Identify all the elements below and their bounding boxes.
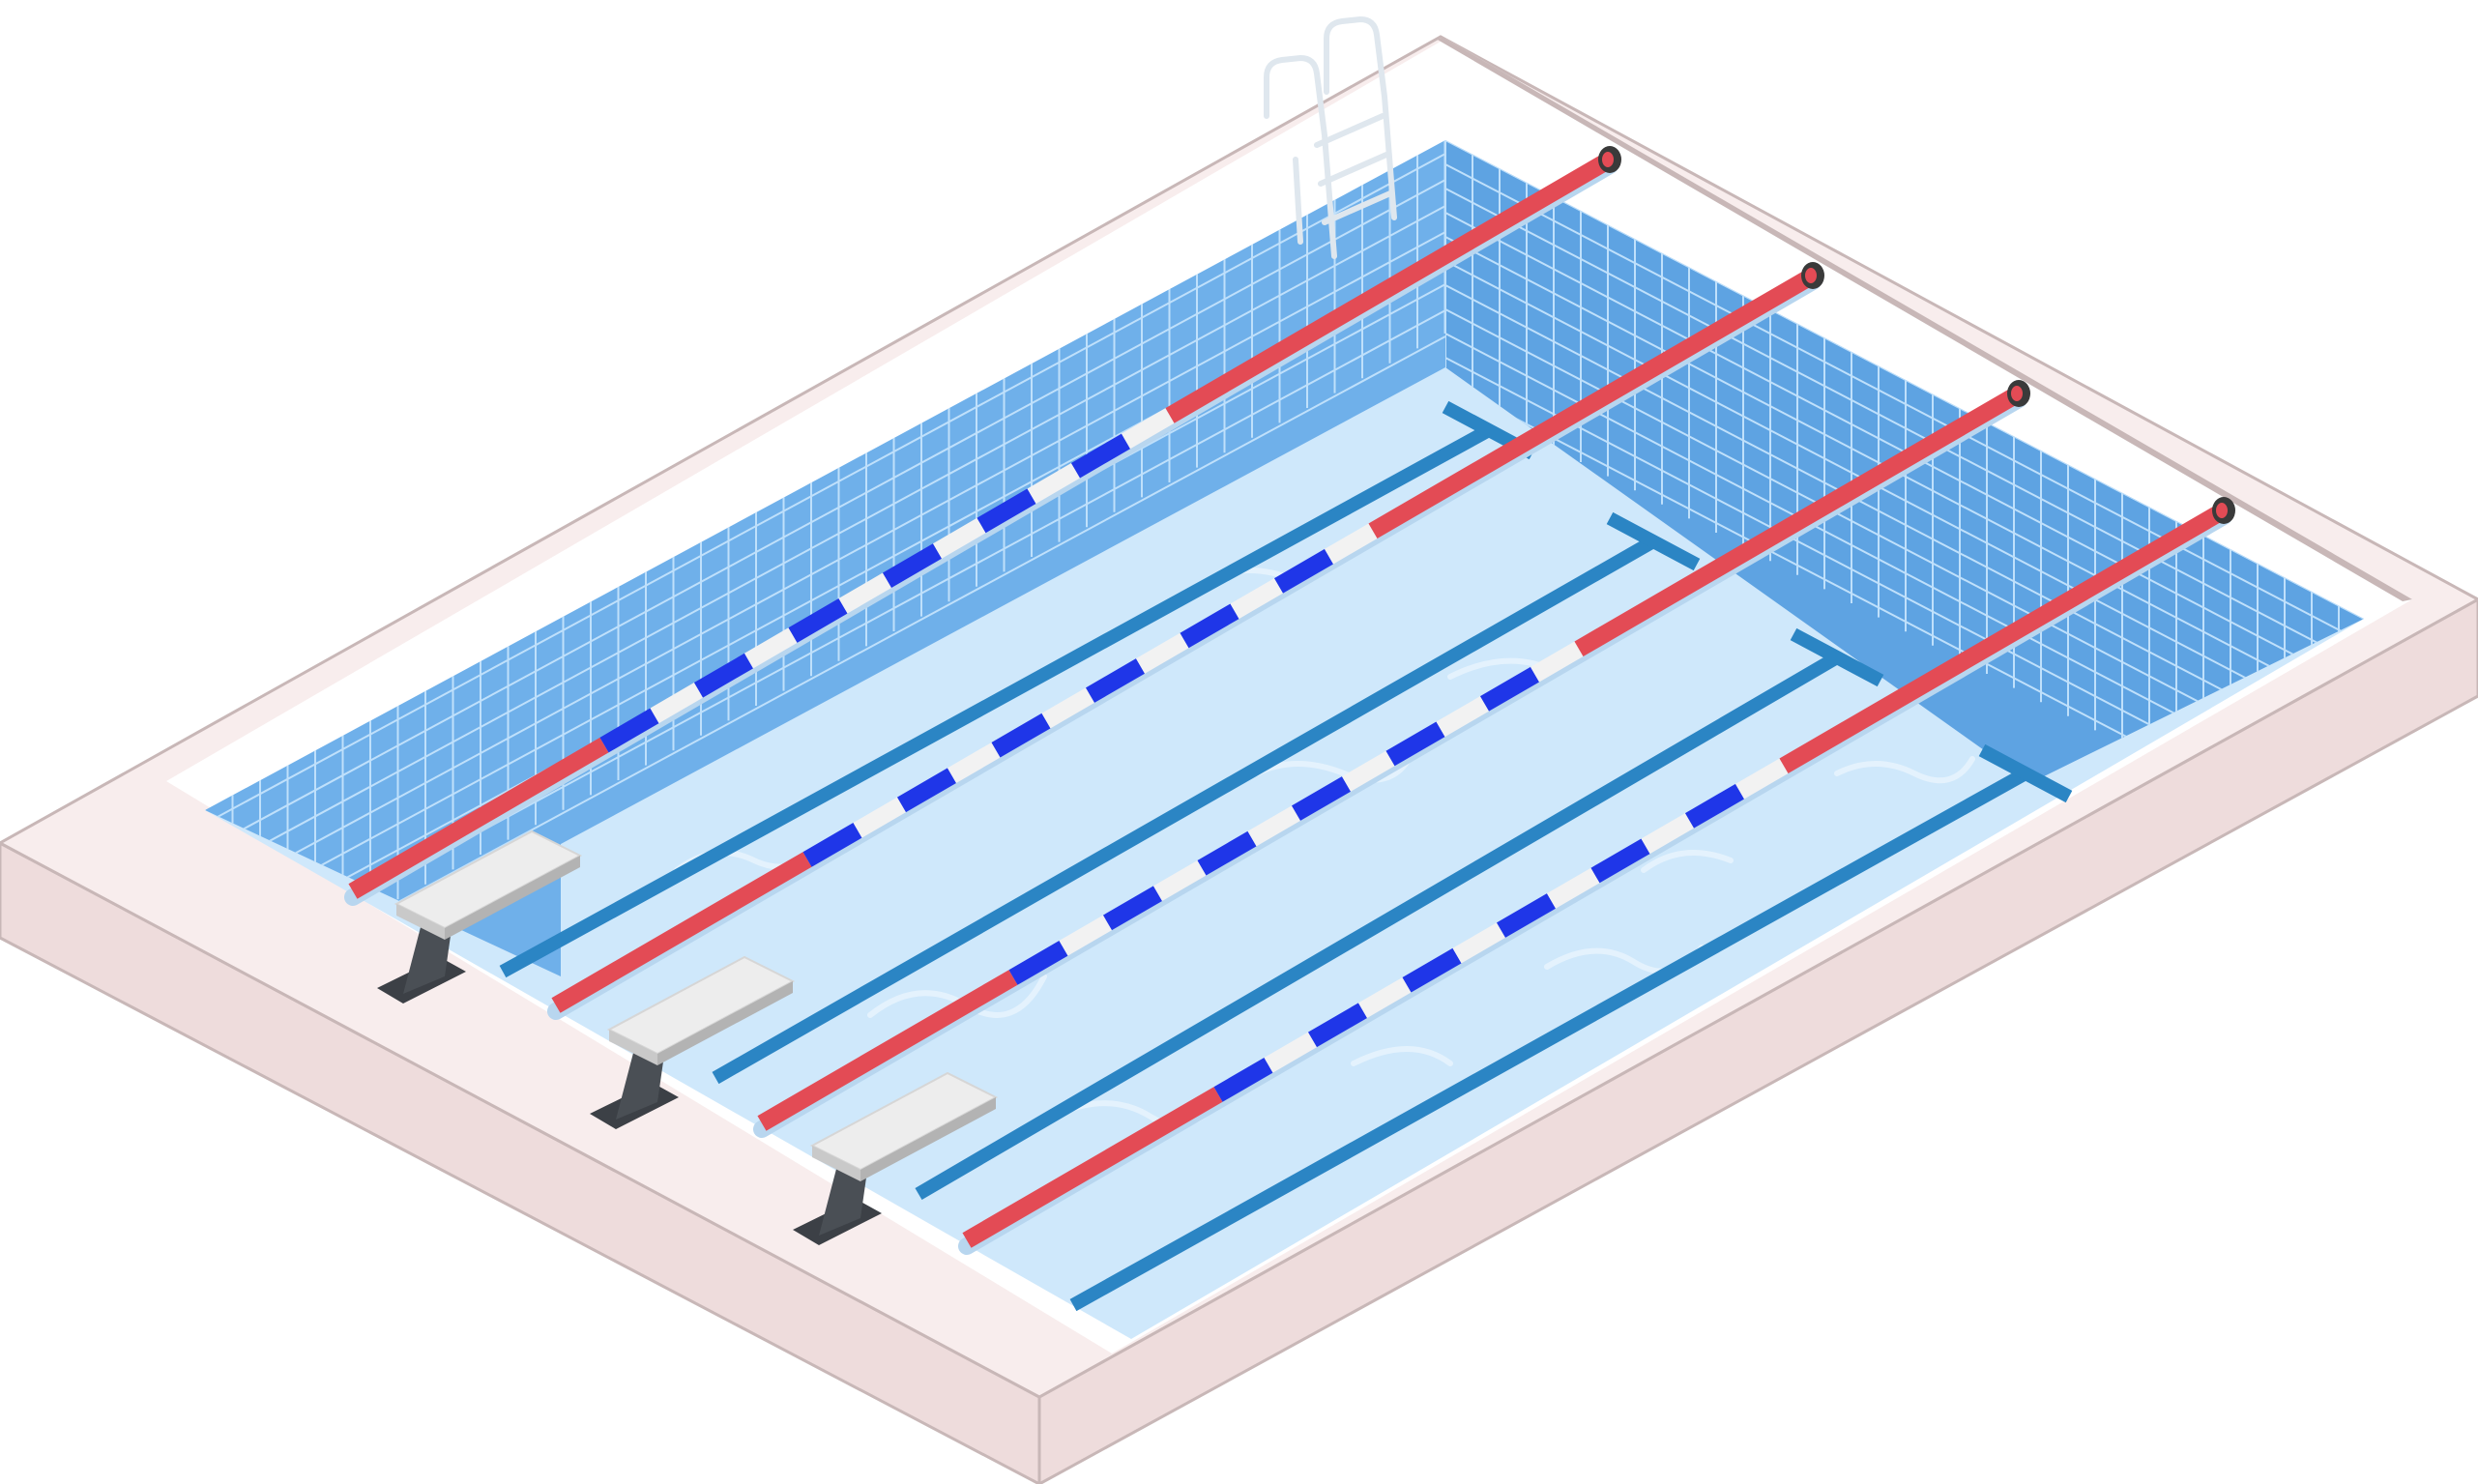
rope-end-cap-inner <box>2216 503 2228 518</box>
pool-rim-shadow <box>1436 39 2412 601</box>
rope-segment <box>1213 1058 1273 1102</box>
tile-line <box>1445 188 2364 668</box>
tile-line <box>205 153 1445 825</box>
rope-segment <box>1779 503 2229 774</box>
rope-segment <box>1059 915 1113 956</box>
starting-block <box>793 1071 999 1245</box>
rope-segment <box>1496 893 1557 938</box>
rope-segment <box>1247 805 1301 847</box>
block-side <box>445 856 580 940</box>
rope-segment <box>1152 859 1207 901</box>
rope-segment <box>1180 603 1239 649</box>
rope-segment <box>1590 838 1650 884</box>
water-ripple <box>1254 751 1414 783</box>
rope-segment <box>1324 523 1378 565</box>
rope-segment <box>1197 830 1257 876</box>
rope-segment <box>1273 548 1334 594</box>
rope-segment <box>1264 1032 1318 1073</box>
rope-segment <box>1230 578 1284 620</box>
lane-rope <box>958 497 2235 1255</box>
lane-line-t-end <box>1978 743 2073 803</box>
tile-line <box>1445 163 2364 644</box>
tile-line <box>205 231 1445 903</box>
rope-segment <box>1684 783 1745 829</box>
block-side <box>860 1097 996 1181</box>
rope-segment <box>1165 152 1615 423</box>
rope-segment <box>882 543 943 589</box>
block-front <box>812 1146 860 1181</box>
rope-segment <box>1135 632 1189 674</box>
lane-line <box>915 651 1841 1201</box>
rope-segment <box>896 768 957 813</box>
rope-segment <box>1546 867 1600 909</box>
rope-segment <box>1041 687 1095 729</box>
rope-segment <box>1085 658 1146 703</box>
tile-line <box>205 205 1445 877</box>
rope-segment <box>1479 666 1540 712</box>
tile-line <box>205 179 1445 851</box>
rope-end-cap-inner <box>1805 268 1817 283</box>
rope-segment <box>1368 268 1818 539</box>
rope-segment <box>1102 886 1163 931</box>
rope-segment <box>1402 947 1462 993</box>
rope-segment <box>1008 941 1068 985</box>
rope-segment <box>551 852 812 1013</box>
lane-ropes <box>344 146 2235 1255</box>
tile-line <box>1445 284 2364 765</box>
rope-segment <box>348 737 609 899</box>
rope-segment <box>788 597 848 643</box>
lane-line-t-end <box>1606 511 1701 571</box>
rope-segment <box>977 488 1036 534</box>
lane-line <box>712 535 1657 1085</box>
pool-far-wall <box>205 140 1445 976</box>
rope-segment <box>802 823 862 867</box>
rope-segment <box>1121 408 1175 450</box>
rope-segment <box>1307 1003 1368 1048</box>
lane-line <box>1069 767 2029 1312</box>
rope-segment <box>853 797 907 838</box>
rope-segment <box>1436 696 1490 738</box>
rope-segment <box>650 683 704 724</box>
starting-block <box>590 955 796 1129</box>
rope-segment <box>1357 976 1412 1018</box>
block-front <box>396 904 445 940</box>
rope-segment <box>838 572 892 614</box>
rope-segment <box>743 627 798 669</box>
rope-segment <box>1735 758 1789 800</box>
water-ripple <box>1834 756 1975 784</box>
lane-rope <box>547 262 1824 1020</box>
rope-segment <box>962 1087 1223 1248</box>
block-front <box>609 1030 657 1065</box>
rope-segment <box>1070 433 1131 479</box>
rope-segment <box>1385 721 1445 767</box>
rope-segment <box>947 742 1001 783</box>
block-side <box>657 981 793 1065</box>
water-ripple <box>1351 1046 1453 1066</box>
starting-block <box>377 829 583 1004</box>
rope-segment <box>1452 922 1506 964</box>
rope-segment <box>1530 641 1584 683</box>
lane-line <box>499 423 1493 978</box>
tile-line <box>1445 236 2364 716</box>
lane-line-t-end <box>1790 627 1884 687</box>
rope-segment <box>1574 386 2024 657</box>
rope-segment <box>693 653 754 698</box>
water-ripple <box>1641 850 1734 873</box>
rope-segment <box>1027 462 1081 504</box>
rope-segment <box>757 970 1018 1131</box>
tile-line <box>1445 260 2364 741</box>
rope-end-cap-inner <box>2011 386 2023 401</box>
rope-end-cap-inner <box>1602 152 1614 167</box>
rope-segment <box>1641 813 1695 855</box>
starting-blocks <box>377 829 999 1245</box>
rope-segment <box>932 517 986 559</box>
pool-ladder <box>1264 15 1397 259</box>
lane-rope <box>344 146 1621 906</box>
rope-segment <box>599 708 659 753</box>
rope-segment <box>991 713 1051 758</box>
lane-rope <box>753 380 2030 1138</box>
rope-segment <box>1341 750 1395 792</box>
rope-segment <box>1291 776 1352 821</box>
